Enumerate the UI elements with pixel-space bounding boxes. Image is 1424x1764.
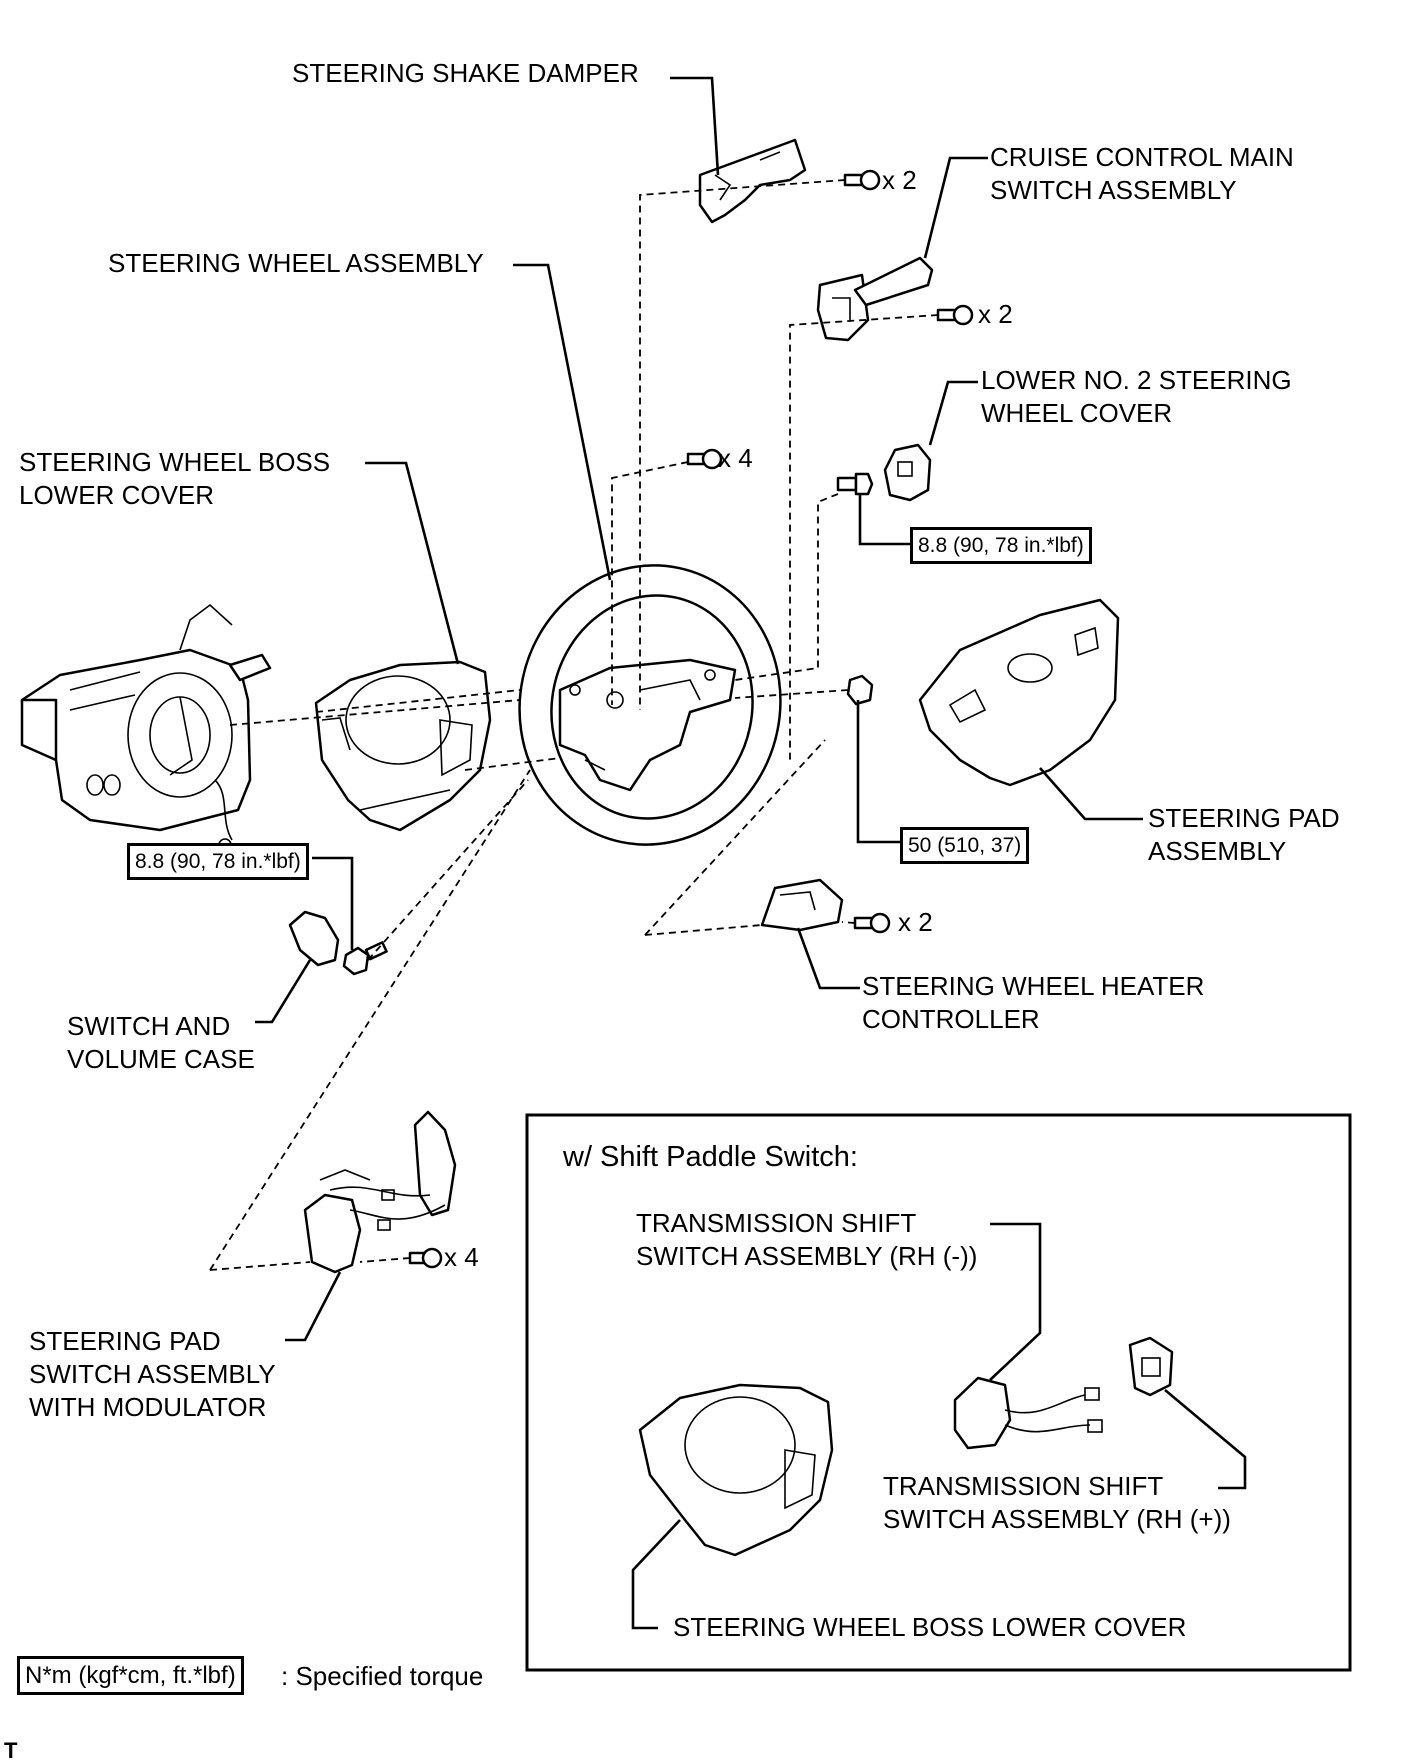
lower-no2-cover-illustration <box>883 443 932 502</box>
qty-wheel-screws: x 4 <box>718 443 753 473</box>
inset-frame <box>525 1113 1352 1672</box>
torque-lower-no2-bolt: 8.8 (90, 78 in.*lbf) <box>910 527 1092 564</box>
bolt-icon <box>342 941 388 976</box>
label-steering-wheel-assembly: STEERING WHEEL ASSEMBLY <box>108 248 484 278</box>
steering-pad-illustration <box>918 598 1120 787</box>
nut-icon <box>846 674 874 706</box>
corner-mark: T <box>4 1738 18 1763</box>
heater-controller-illustration <box>760 878 844 932</box>
inset-title: w/ Shift Paddle Switch: <box>563 1141 858 1173</box>
label-inset-steering-wheel-boss-lower-cover: STEERING WHEEL BOSS LOWER COVER <box>673 1612 1187 1642</box>
cruise-switch-illustration <box>816 256 934 342</box>
label-transmission-shift-switch-rh-minus: TRANSMISSION SHIFT SWITCH ASSEMBLY (RH (… <box>636 1208 978 1271</box>
steering-column-illustration <box>20 603 272 852</box>
qty-heater-screws: x 2 <box>898 907 933 937</box>
screw-icon <box>408 1247 443 1269</box>
shake-damper-illustration <box>698 138 807 224</box>
torque-wheel-nut: 50 (510, 37) <box>900 827 1030 864</box>
screw-icons <box>342 169 974 1269</box>
boss-lower-cover-illustration <box>314 660 492 832</box>
screw-icon <box>843 169 881 191</box>
label-steering-shake-damper: STEERING SHAKE DAMPER <box>292 58 639 88</box>
qty-pad-switch-screws: x 4 <box>444 1242 479 1272</box>
screw-icon <box>936 304 974 326</box>
inset-rh-plus-switch-illustration <box>1128 1336 1174 1397</box>
label-steering-pad-assembly: STEERING PAD ASSEMBLY <box>1148 803 1340 866</box>
assembly-dashed-lines <box>209 179 939 1271</box>
inset-boss-cover-illustration <box>638 1383 834 1557</box>
leader-lines <box>255 76 1143 1342</box>
legend-specified-torque-text: : Specified torque <box>281 1661 484 1691</box>
torque-left-bolt: 8.8 (90, 78 in.*lbf) <box>127 843 309 880</box>
label-switch-and-volume-case: SWITCH AND VOLUME CASE <box>67 1011 255 1074</box>
switch-volume-case-illustration <box>288 910 340 967</box>
inset-rh-minus-switch-illustration <box>953 1376 1103 1450</box>
screw-icon <box>686 448 723 470</box>
qty-cruise-screws: x 2 <box>978 299 1013 329</box>
label-steering-pad-switch-with-modulator: STEERING PAD SWITCH ASSEMBLY WITH MODULA… <box>29 1326 276 1422</box>
legend-torque-unit-box: N*m (kgf*cm, ft.*lbf) <box>17 1656 244 1695</box>
steering-wheel-illustration <box>518 564 782 846</box>
pad-switch-modulator-illustration <box>303 1110 457 1274</box>
label-lower-no2-steering-wheel-cover: LOWER NO. 2 STEERING WHEEL COVER <box>981 365 1292 428</box>
label-transmission-shift-switch-rh-plus: TRANSMISSION SHIFT SWITCH ASSEMBLY (RH (… <box>883 1471 1231 1534</box>
inset-leader-lines <box>631 1222 1247 1630</box>
screw-icon <box>853 912 891 934</box>
label-cruise-control-main-switch: CRUISE CONTROL MAIN SWITCH ASSEMBLY <box>990 142 1294 205</box>
bolt-icon <box>836 472 874 496</box>
qty-damper-screws: x 2 <box>882 165 917 195</box>
label-steering-wheel-heater-controller: STEERING WHEEL HEATER CONTROLLER <box>862 971 1205 1034</box>
label-steering-wheel-boss-lower-cover: STEERING WHEEL BOSS LOWER COVER <box>19 447 331 510</box>
